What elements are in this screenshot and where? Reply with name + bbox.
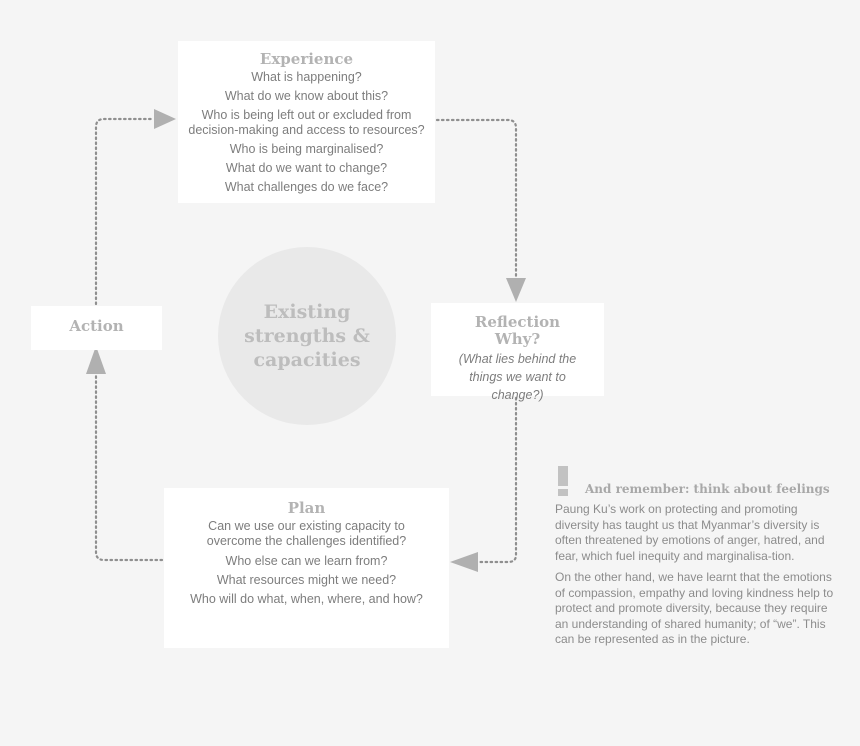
arrowhead-right bbox=[154, 109, 176, 129]
experience-line: What do we want to change? bbox=[225, 161, 388, 175]
plan-line: Who else can we learn from? bbox=[225, 554, 388, 568]
center-label: Existing strengths & capacities bbox=[244, 301, 370, 371]
connector-plan-to-action bbox=[94, 372, 164, 562]
experience-line: Who is being marginalised? bbox=[229, 142, 384, 156]
experience-box: Experience What is happening? What do we… bbox=[178, 41, 435, 203]
experience-line: Who is being left out or excluded from d… bbox=[188, 108, 425, 137]
reflection-box: Reflection Why? (What lies behind the th… bbox=[431, 303, 604, 402]
experience-title: Experience bbox=[259, 50, 354, 68]
note-paragraph: On the other hand, we have learnt that t… bbox=[555, 570, 834, 646]
plan-line: Who will do what, when, where, and how? bbox=[190, 592, 423, 606]
existing-strengths-circle: Existing strengths & capacities bbox=[218, 247, 396, 425]
note-body: Paung Ku’s work on protecting and promot… bbox=[555, 502, 835, 654]
arrowhead-left bbox=[450, 552, 478, 572]
plan-title: Plan bbox=[287, 499, 326, 517]
plan-line: What resources might we need? bbox=[216, 573, 397, 587]
reflection-why: Why? bbox=[494, 330, 541, 348]
arrowhead-down bbox=[506, 278, 526, 302]
note-title: And remember: think about feelings bbox=[585, 482, 830, 496]
experience-line: What challenges do we face? bbox=[224, 180, 389, 194]
reflection-title: Reflection bbox=[474, 313, 561, 331]
plan-line: Can we use our existing capacity to over… bbox=[206, 519, 407, 548]
experience-line: What do we know about this? bbox=[224, 89, 389, 103]
arrowhead-up bbox=[86, 346, 106, 374]
note-paragraph: Paung Ku’s work on protecting and promot… bbox=[555, 502, 825, 563]
action-box: Action bbox=[31, 306, 162, 350]
reflection-subtitle: (What lies behind the things we want to … bbox=[458, 352, 577, 402]
plan-box: Plan Can we use our existing capacity to… bbox=[164, 488, 449, 648]
action-title: Action bbox=[69, 317, 124, 335]
exclamation-icon bbox=[558, 466, 568, 496]
experience-line: What is happening? bbox=[251, 70, 362, 84]
connector-action-to-experience bbox=[94, 117, 156, 306]
connector-experience-to-reflection bbox=[435, 118, 518, 280]
connector-reflection-to-plan bbox=[476, 396, 518, 564]
